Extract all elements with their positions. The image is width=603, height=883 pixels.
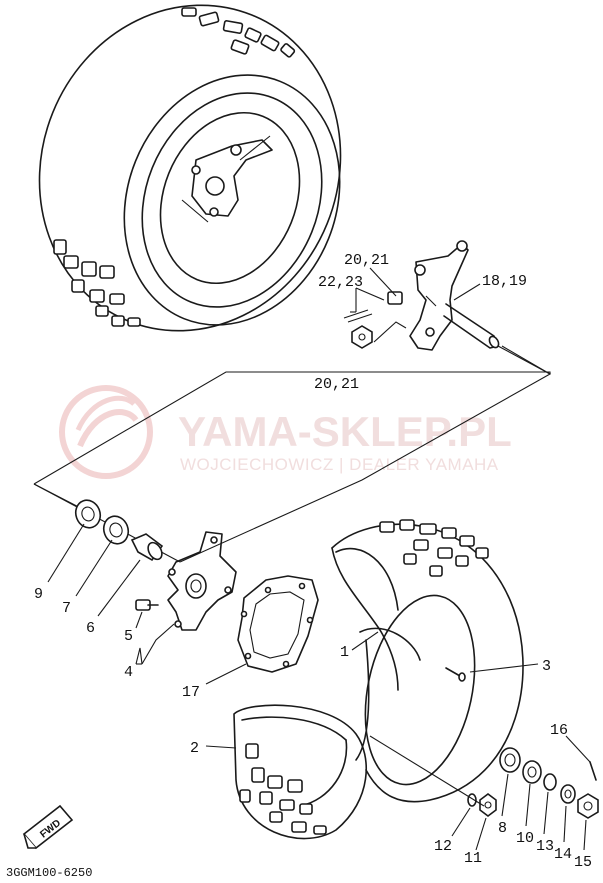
callout-4: 4 bbox=[124, 664, 133, 681]
oil-seal-icon bbox=[74, 499, 102, 529]
callout-13: 13 bbox=[536, 838, 554, 855]
callout-10: 10 bbox=[516, 830, 534, 847]
callout-20-21-bottom: 20,21 bbox=[314, 376, 359, 393]
callout-18-19: 18,19 bbox=[482, 273, 527, 290]
callout-2: 2 bbox=[190, 740, 199, 757]
callout-16: 16 bbox=[550, 722, 568, 739]
valve-stem-icon bbox=[445, 667, 466, 682]
spacer-collar-icon bbox=[130, 533, 164, 562]
callout-7: 7 bbox=[62, 600, 71, 617]
forward-direction-badge: FWD bbox=[22, 804, 74, 850]
watermark: YAMA-SKLEP.PL WOJCIECHOWICZ | DEALER YAM… bbox=[59, 385, 512, 479]
axle-cotter-pin-icon bbox=[589, 761, 597, 781]
axle-bearing-icon bbox=[499, 747, 521, 773]
callout-6: 6 bbox=[86, 620, 95, 637]
axle-nut-icon bbox=[577, 793, 599, 819]
callout-17: 17 bbox=[182, 684, 200, 701]
gasket-plate-icon bbox=[237, 575, 319, 673]
watermark-subtitle: WOJCIECHOWICZ | DEALER YAMAHA bbox=[180, 455, 499, 474]
cotter-pin-icon bbox=[343, 309, 373, 323]
watermark-logo-icon bbox=[59, 385, 153, 479]
lower-wheel-assembly bbox=[205, 519, 539, 840]
callout-11: 11 bbox=[464, 850, 482, 867]
wheel-fastener-group bbox=[369, 735, 599, 851]
lower-tyre-tread bbox=[239, 519, 489, 835]
axle-collar-icon bbox=[543, 773, 557, 791]
watermark-title: YAMA-SKLEP.PL bbox=[178, 408, 512, 455]
callout-22-23: 22,23 bbox=[318, 274, 363, 291]
upper-tyre-tread bbox=[53, 7, 296, 327]
bearing-icon bbox=[102, 515, 130, 545]
callout-1: 1 bbox=[340, 644, 349, 661]
castle-nut-top-icon bbox=[387, 291, 403, 305]
axle-washer-icon bbox=[522, 760, 542, 784]
upper-wheel-assembly bbox=[38, 4, 342, 332]
callout-14: 14 bbox=[554, 846, 572, 863]
callout-3: 3 bbox=[542, 658, 551, 675]
callout-15: 15 bbox=[574, 854, 592, 871]
wheel-hub-icon bbox=[167, 531, 237, 631]
nut-bottom-icon bbox=[351, 325, 373, 349]
diagram-code: 3GGM100-6250 bbox=[6, 866, 92, 880]
wheel-nut-icon bbox=[479, 793, 497, 817]
callout-labels: 1 2 3 4 5 6 7 8 9 10 11 12 13 14 15 16 1… bbox=[34, 252, 592, 871]
callout-8: 8 bbox=[498, 820, 507, 837]
callout-5: 5 bbox=[124, 628, 133, 645]
hub-bolt-icon bbox=[135, 599, 159, 611]
callout-20-21-top: 20,21 bbox=[344, 252, 389, 269]
upper-wheel-hub bbox=[181, 135, 273, 223]
axle-washer-small-icon bbox=[560, 784, 576, 804]
hub-parts-group bbox=[47, 499, 319, 685]
callout-12: 12 bbox=[434, 838, 452, 855]
callout-9: 9 bbox=[34, 586, 43, 603]
